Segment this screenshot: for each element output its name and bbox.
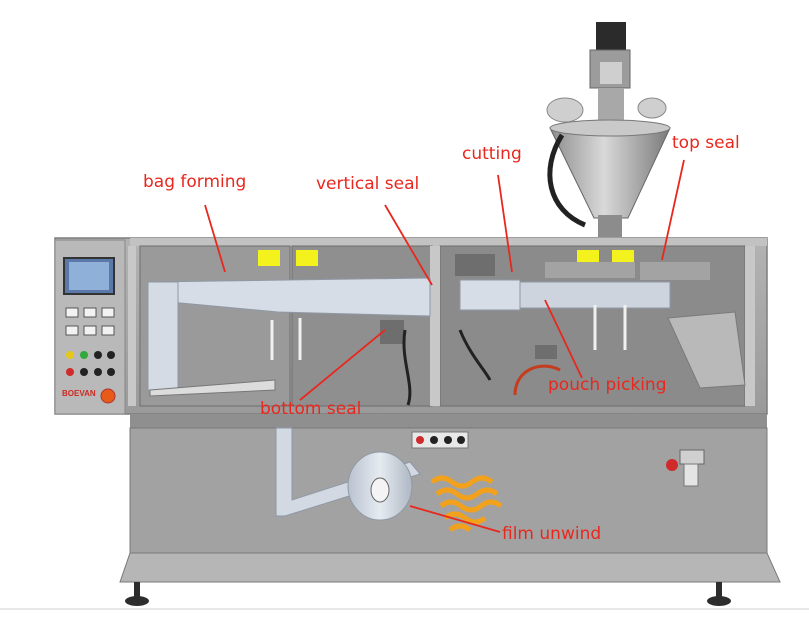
forming-plate [149, 379, 276, 397]
pouch-chute [667, 311, 746, 389]
callout-lines [204, 159, 685, 533]
bag-forming-leader [204, 204, 226, 273]
base-plate [119, 552, 781, 583]
label-pouch-picking: pouch picking [548, 375, 667, 395]
label-vertical-seal: vertical seal [316, 174, 420, 194]
cutting-leader [497, 174, 513, 273]
label-film-unwind: film unwind [502, 524, 602, 544]
machine-feet [125, 582, 731, 606]
vertical-seal-leader [384, 204, 433, 286]
label-cutting: cutting [462, 144, 522, 164]
label-bottom-seal: bottom seal [260, 399, 362, 419]
middle-band [130, 414, 767, 428]
top-rail [130, 238, 767, 246]
pouch-picking-leader [544, 299, 583, 379]
coiled-hose [430, 475, 503, 533]
film-web [147, 277, 671, 391]
logo-mark [100, 388, 116, 404]
label-top-seal: top seal [672, 133, 740, 153]
film-path [275, 427, 421, 517]
seal-rods [270, 305, 627, 360]
brand-logo: BOEVAN [62, 389, 96, 398]
bottom-seal-leader [299, 329, 386, 401]
film-roll [347, 451, 413, 521]
mechanisms [380, 254, 710, 359]
air-regulator [666, 449, 705, 487]
film-unwind-leader [409, 505, 501, 533]
label-bag-forming: bag forming [143, 172, 247, 192]
top-seal-leader [661, 159, 685, 261]
button-box [411, 431, 469, 449]
control-panel [54, 239, 126, 415]
auger-filler [546, 22, 671, 237]
sealing-window [291, 245, 433, 407]
